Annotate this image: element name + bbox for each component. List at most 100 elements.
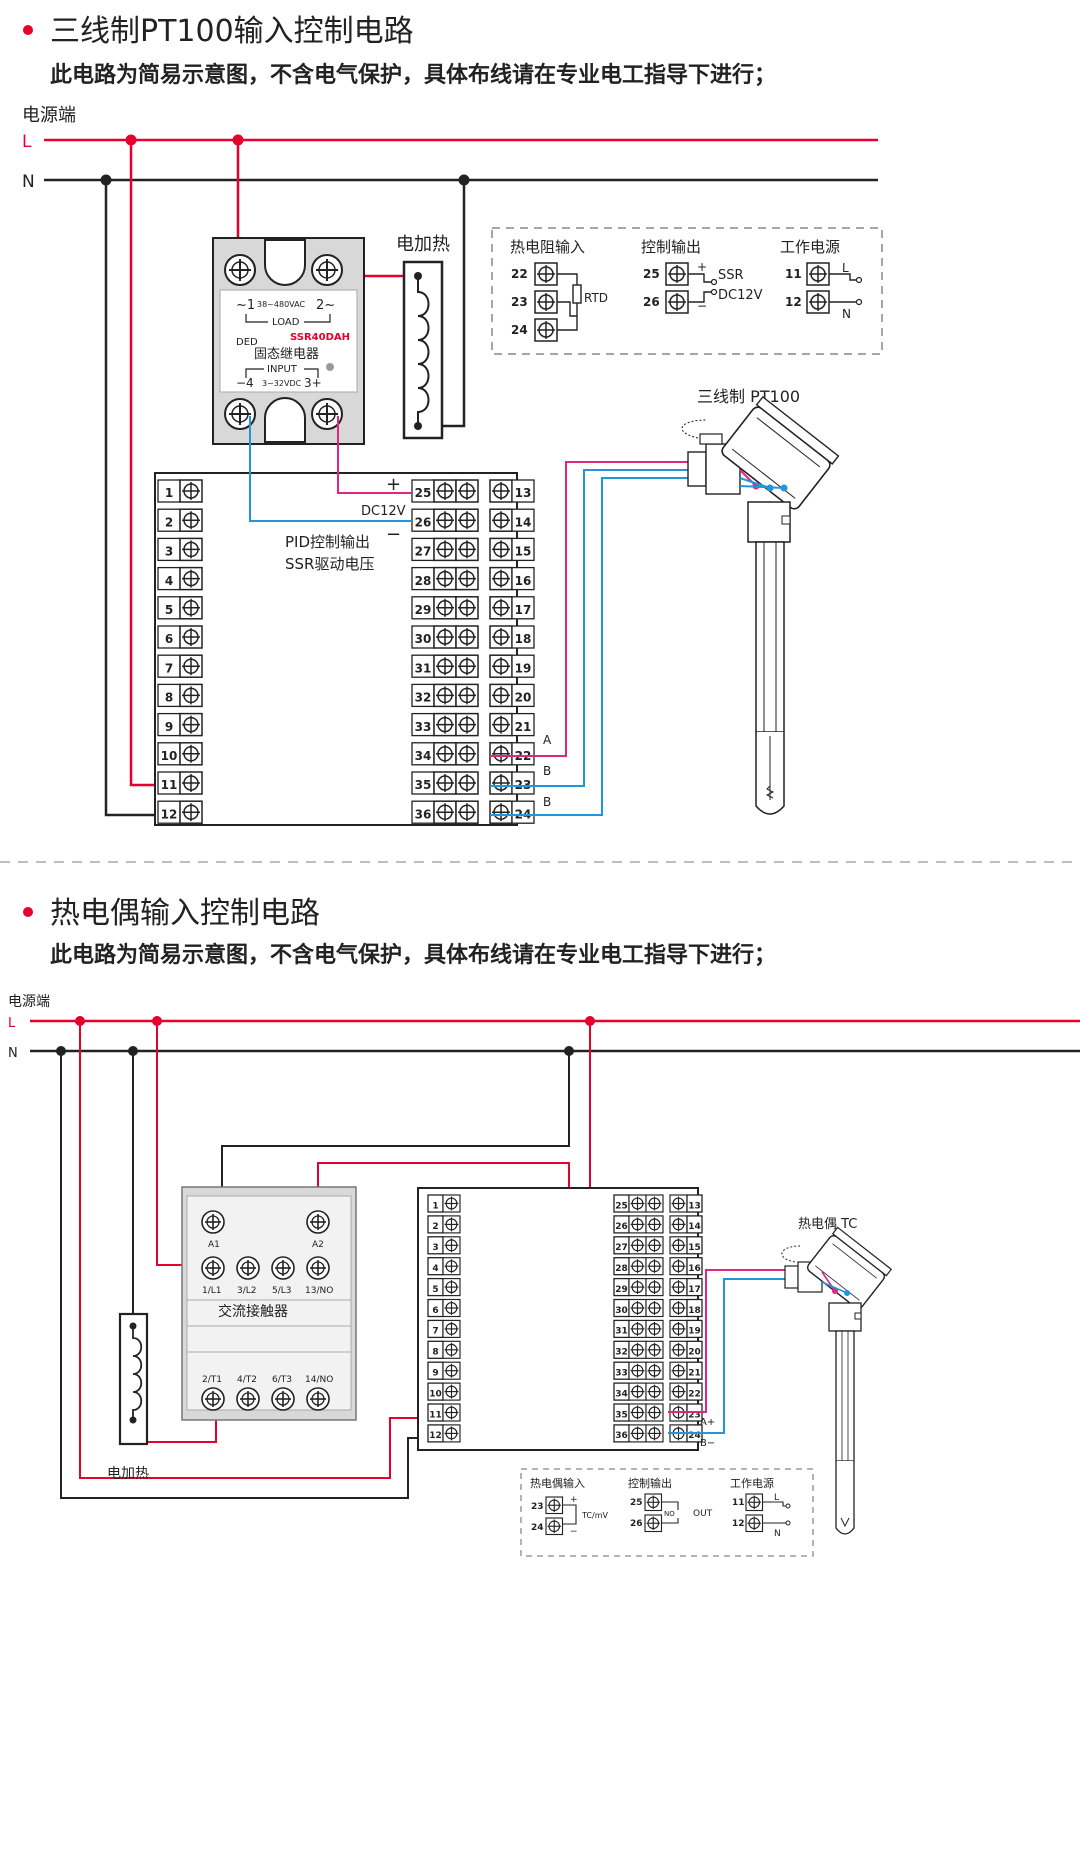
terminal-26: 26 <box>613 1215 664 1234</box>
terminal-36: 36 <box>613 1424 664 1443</box>
svg-text:14: 14 <box>688 1222 701 1232</box>
svg-text:17: 17 <box>688 1285 701 1295</box>
terminal-19: 19 <box>489 654 535 678</box>
svg-text:11: 11 <box>429 1410 442 1420</box>
svg-text:N: N <box>842 307 851 321</box>
svg-text:12: 12 <box>161 807 178 821</box>
svg-text:17: 17 <box>515 603 532 617</box>
terminal-22: 22 <box>669 1382 703 1401</box>
svg-text:6: 6 <box>165 632 173 646</box>
svg-text:7: 7 <box>432 1327 438 1337</box>
svg-text:20: 20 <box>515 691 532 705</box>
terminal-25: 25 <box>613 1194 664 1213</box>
terminal-15: 15 <box>489 537 535 562</box>
svg-text:8: 8 <box>165 691 173 705</box>
svg-text:1: 1 <box>432 1201 438 1211</box>
svg-text:+: + <box>386 474 401 495</box>
svg-text:控制输出: 控制输出 <box>628 1476 672 1490</box>
svg-text:5: 5 <box>165 603 173 617</box>
legend-box-tc: 热电偶输入 23 24 + − TC/mV 控制输出 25 26 NO OUT … <box>520 1468 814 1557</box>
solid-state-relay: ~1 38~480VAC 2~ LOAD DED SSR40DAH 固态继电器 … <box>212 237 365 445</box>
svg-text:DED: DED <box>236 337 258 348</box>
svg-text:固态继电器: 固态继电器 <box>254 347 319 362</box>
svg-text:35: 35 <box>415 778 432 792</box>
svg-text:1/L1: 1/L1 <box>202 1286 222 1296</box>
terminal-4: 4 <box>427 1257 461 1276</box>
svg-text:N: N <box>774 1529 781 1539</box>
terminal-25: 25 <box>411 479 479 503</box>
svg-text:13: 13 <box>515 486 532 500</box>
svg-text:11: 11 <box>161 778 178 792</box>
svg-text:DC12V: DC12V <box>718 288 763 303</box>
svg-text:3: 3 <box>432 1243 438 1253</box>
terminal-11: 11 <box>427 1403 461 1422</box>
svg-text:SSR驱动电压: SSR驱动电压 <box>285 555 374 573</box>
terminal-1: 1 <box>427 1194 461 1213</box>
svg-text:4: 4 <box>432 1264 438 1274</box>
terminal-18: 18 <box>489 625 535 649</box>
ac-contactor: A1 A2 1/L1 3/L2 5/L3 13/NO 交流接触器 2/T1 4/… <box>181 1186 357 1421</box>
probe-label: 三线制 PT100 <box>697 387 800 406</box>
terminal-21: 21 <box>669 1361 703 1380</box>
terminal-5: 5 <box>157 596 203 620</box>
terminal-15: 15 <box>669 1236 703 1255</box>
svg-text:9: 9 <box>432 1368 438 1378</box>
svg-text:22: 22 <box>511 267 528 281</box>
terminal-18: 18 <box>669 1298 703 1318</box>
terminal-8: 8 <box>157 683 203 708</box>
svg-text:交流接触器: 交流接触器 <box>218 1303 288 1320</box>
svg-text:A: A <box>543 733 552 747</box>
svg-text:TC/mV: TC/mV <box>581 1511 608 1520</box>
svg-text:13/NO: 13/NO <box>305 1286 333 1296</box>
bullet-icon <box>23 907 33 917</box>
bullet-icon <box>23 25 33 35</box>
terminal-19: 19 <box>669 1319 703 1339</box>
terminal-13: 13 <box>669 1194 703 1213</box>
heater-label: 电加热 <box>396 234 450 255</box>
svg-text:−: − <box>570 1527 578 1537</box>
svg-text:NO: NO <box>664 1510 675 1518</box>
svg-text:−: − <box>697 299 707 313</box>
terminal-8: 8 <box>427 1340 461 1359</box>
svg-text:29: 29 <box>415 603 432 617</box>
terminal-6: 6 <box>157 625 203 649</box>
svg-text:28: 28 <box>415 574 432 588</box>
terminal-2: 2 <box>427 1215 461 1234</box>
svg-text:19: 19 <box>515 661 532 675</box>
svg-text:−4: −4 <box>236 376 254 390</box>
svg-text:SSR40DAH: SSR40DAH <box>290 332 350 343</box>
svg-text:热电阻输入: 热电阻输入 <box>510 238 585 256</box>
svg-text:15: 15 <box>688 1243 701 1253</box>
l-label: L <box>22 132 32 152</box>
svg-text:30: 30 <box>415 632 432 646</box>
svg-text:+: + <box>697 260 707 274</box>
svg-text:+: + <box>570 1495 578 1505</box>
terminal-32: 32 <box>411 683 479 708</box>
temperature-controller: 1234567891011122526272829303132333435361… <box>417 1187 703 1451</box>
terminal-29: 29 <box>613 1277 664 1297</box>
svg-text:21: 21 <box>515 720 532 734</box>
svg-text:27: 27 <box>415 545 432 559</box>
svg-text:32: 32 <box>615 1348 628 1358</box>
heater-label: 电加热 <box>107 1466 149 1482</box>
svg-text:12: 12 <box>732 1519 745 1529</box>
svg-text:6: 6 <box>432 1306 438 1316</box>
svg-text:INPUT: INPUT <box>267 364 298 375</box>
svg-text:31: 31 <box>415 661 432 675</box>
terminal-27: 27 <box>411 537 479 562</box>
terminal-6: 6 <box>427 1298 461 1318</box>
terminal-34: 34 <box>613 1382 664 1401</box>
heater: 电加热 <box>107 1312 149 1482</box>
svg-text:8: 8 <box>432 1348 438 1358</box>
temperature-controller: 1234567891011122526272829303132333435361… <box>154 472 535 826</box>
legend-box-rtd: 热电阻输入 22 23 24 RTD 控制输出 25 26 + − SSR DC… <box>491 227 883 355</box>
svg-text:25: 25 <box>630 1498 643 1508</box>
svg-text:控制输出: 控制输出 <box>641 238 701 256</box>
svg-text:3: 3 <box>165 545 173 559</box>
svg-text:~1: ~1 <box>236 298 255 313</box>
svg-text:18: 18 <box>515 632 532 646</box>
n-label: N <box>8 1046 18 1061</box>
svg-text:23: 23 <box>531 1502 544 1512</box>
section-rtd: 三线制PT100输入控制电路 此电路为简易示意图，不含电气保护，具体布线请在专业… <box>22 14 883 826</box>
svg-text:2~: 2~ <box>316 298 335 313</box>
